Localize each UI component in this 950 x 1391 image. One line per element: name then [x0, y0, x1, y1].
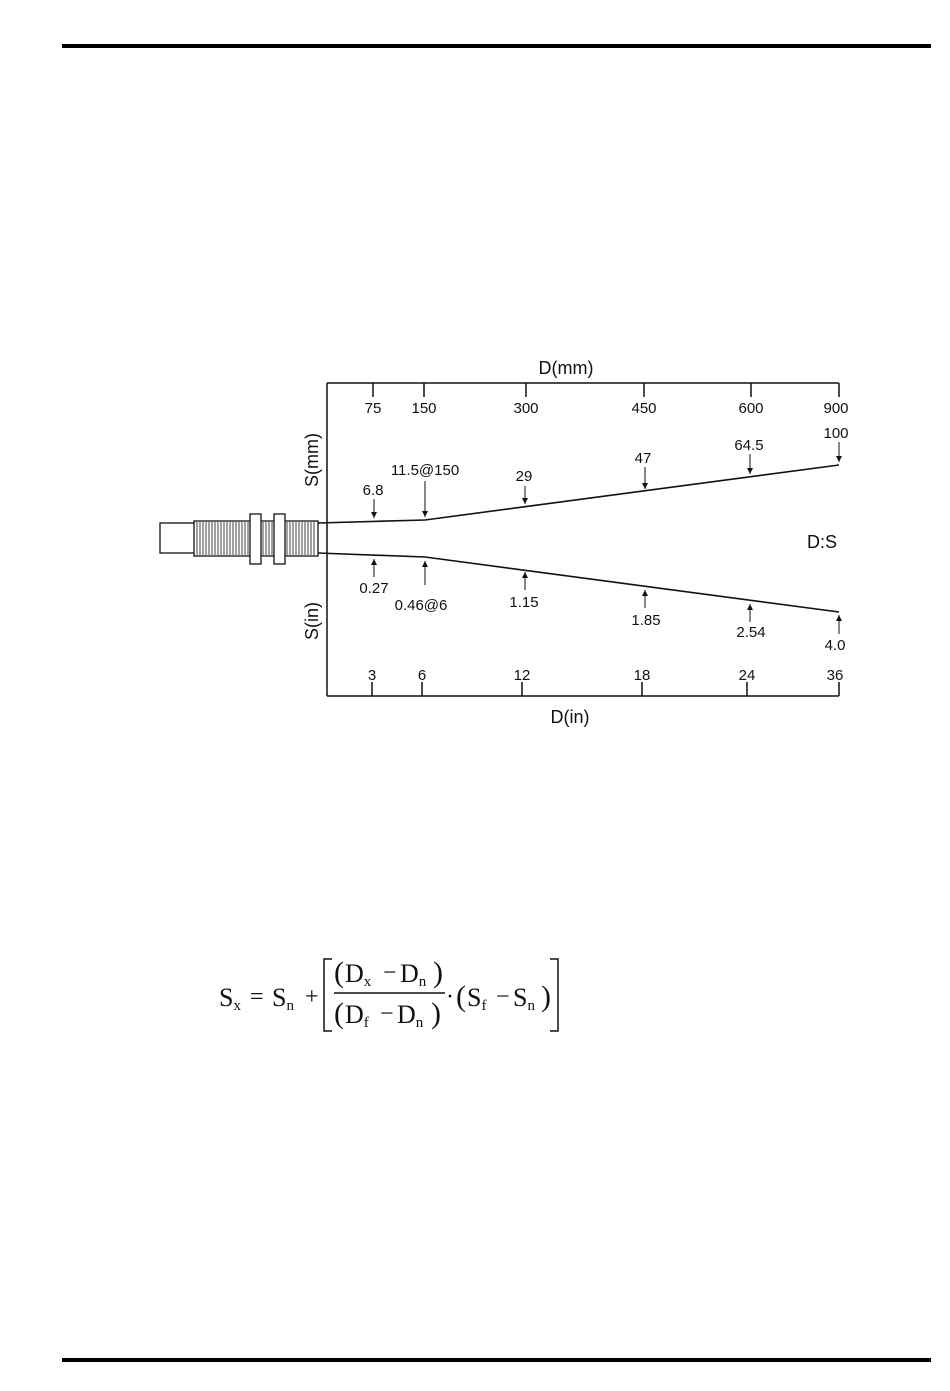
spot-arrow-head: [836, 456, 842, 462]
spot-arrow-head: [371, 559, 377, 565]
formula-minus-3: −: [496, 984, 510, 1010]
spot-arrow-head: [422, 561, 428, 567]
formula-close-paren: ): [541, 980, 551, 1013]
formula-dot: ·: [446, 984, 454, 1010]
formula-equals: =: [250, 984, 264, 1010]
diagram-frame: [327, 383, 839, 696]
formula-s-f: Sf: [467, 983, 486, 1014]
spot-mm-label: 29: [516, 468, 533, 485]
sensor-nut-left: [250, 514, 261, 564]
spot-in-label: 2.54: [736, 624, 765, 641]
spot-arrow-head: [371, 512, 377, 518]
spot-mm-label: 47: [635, 450, 652, 467]
formula-d-n-bottom: Dn: [397, 1000, 424, 1031]
field-of-view-diagram: D(mm) D(in) S(mm) S(in) D:S 75 150 300 4…: [0, 350, 950, 740]
formula-denominator-close-paren: ): [431, 997, 441, 1030]
formula-d-f: Df: [345, 1000, 369, 1031]
formula-open-paren: (: [456, 980, 466, 1013]
spot-arrow-head: [522, 572, 528, 578]
spot-arrow-head: [642, 590, 648, 596]
ratio-label: D:S: [807, 532, 837, 552]
in-tick-label: 36: [827, 667, 844, 684]
bottom-rule: [62, 1358, 931, 1362]
spot-in-label: 4.0: [825, 637, 846, 654]
spot-arrow: [522, 486, 528, 504]
spot-arrow-head: [836, 615, 842, 621]
formula-left-bracket: [324, 959, 332, 1031]
formula-s-n-right: Sn: [513, 983, 535, 1014]
spot-size-formula: Sx = Sn + ( Dx − Dn ) ( Df − Dn ) · ( Sf…: [215, 950, 575, 1040]
in-tick-label: 3: [368, 667, 376, 684]
in-tick-marks: [372, 682, 839, 696]
sensor-cable-end: [160, 523, 196, 553]
spot-mm-label: 6.8: [363, 482, 384, 499]
in-tick-label: 18: [634, 667, 651, 684]
mm-tick-label: 300: [513, 400, 538, 417]
spot-arrow: [642, 467, 648, 489]
spot-arrow: [422, 481, 428, 517]
spot-arrow-head: [747, 604, 753, 610]
mm-tick-label: 900: [823, 400, 848, 417]
sensor-illustration: [160, 514, 318, 564]
mm-tick-label: 450: [631, 400, 656, 417]
spot-arrow-head: [522, 498, 528, 504]
in-tick-label: 12: [514, 667, 531, 684]
spot-arrow: [836, 615, 842, 634]
spot-arrow: [371, 559, 377, 577]
mm-tick-marks: [373, 383, 839, 397]
in-tick-label: 24: [739, 667, 756, 684]
formula-denominator-open-paren: (: [334, 997, 344, 1030]
formula-s-x: Sx: [219, 983, 241, 1014]
mm-tick-label: 150: [411, 400, 436, 417]
mm-tick-label: 600: [738, 400, 763, 417]
spot-arrow: [836, 442, 842, 462]
spot-mm-label: 64.5: [734, 437, 763, 454]
mm-tick-label: 75: [365, 400, 382, 417]
spot-arrow-head: [422, 511, 428, 517]
formula-numerator-close-paren: ): [433, 956, 443, 989]
spot-in-label: 1.15: [509, 594, 538, 611]
spot-in-label: 1.85: [631, 612, 660, 629]
formula-minus-2: −: [380, 1001, 394, 1027]
formula-s-n: Sn: [272, 983, 294, 1014]
in-tick-label: 6: [418, 667, 426, 684]
top-axis-title: D(mm): [539, 358, 594, 378]
bottom-axis-title: D(in): [551, 707, 590, 727]
formula-d-x: Dx: [345, 959, 372, 990]
formula-minus-1: −: [383, 960, 397, 986]
formula-d-n-top: Dn: [400, 959, 427, 990]
spot-arrow: [642, 590, 648, 608]
spot-arrow: [371, 499, 377, 518]
spot-arrow: [747, 604, 753, 622]
lower-side-title: S(in): [302, 602, 322, 640]
formula-right-bracket: [550, 959, 558, 1031]
top-rule: [62, 44, 931, 48]
formula-numerator-open-paren: (: [334, 956, 344, 989]
spot-arrow-head: [642, 483, 648, 489]
upper-side-title: S(mm): [302, 433, 322, 487]
spot-arrow: [522, 572, 528, 590]
spot-in-label: 0.27: [359, 580, 388, 597]
sensor-nut-right: [274, 514, 285, 564]
spot-mm-label: 11.5@150: [391, 462, 459, 479]
spot-in-label: 0.46@6: [395, 597, 448, 614]
spot-arrow: [422, 561, 428, 585]
spot-mm-label: 100: [823, 425, 848, 442]
spot-arrow-head: [747, 468, 753, 474]
spot-arrow: [747, 454, 753, 474]
formula-plus: +: [305, 984, 319, 1010]
